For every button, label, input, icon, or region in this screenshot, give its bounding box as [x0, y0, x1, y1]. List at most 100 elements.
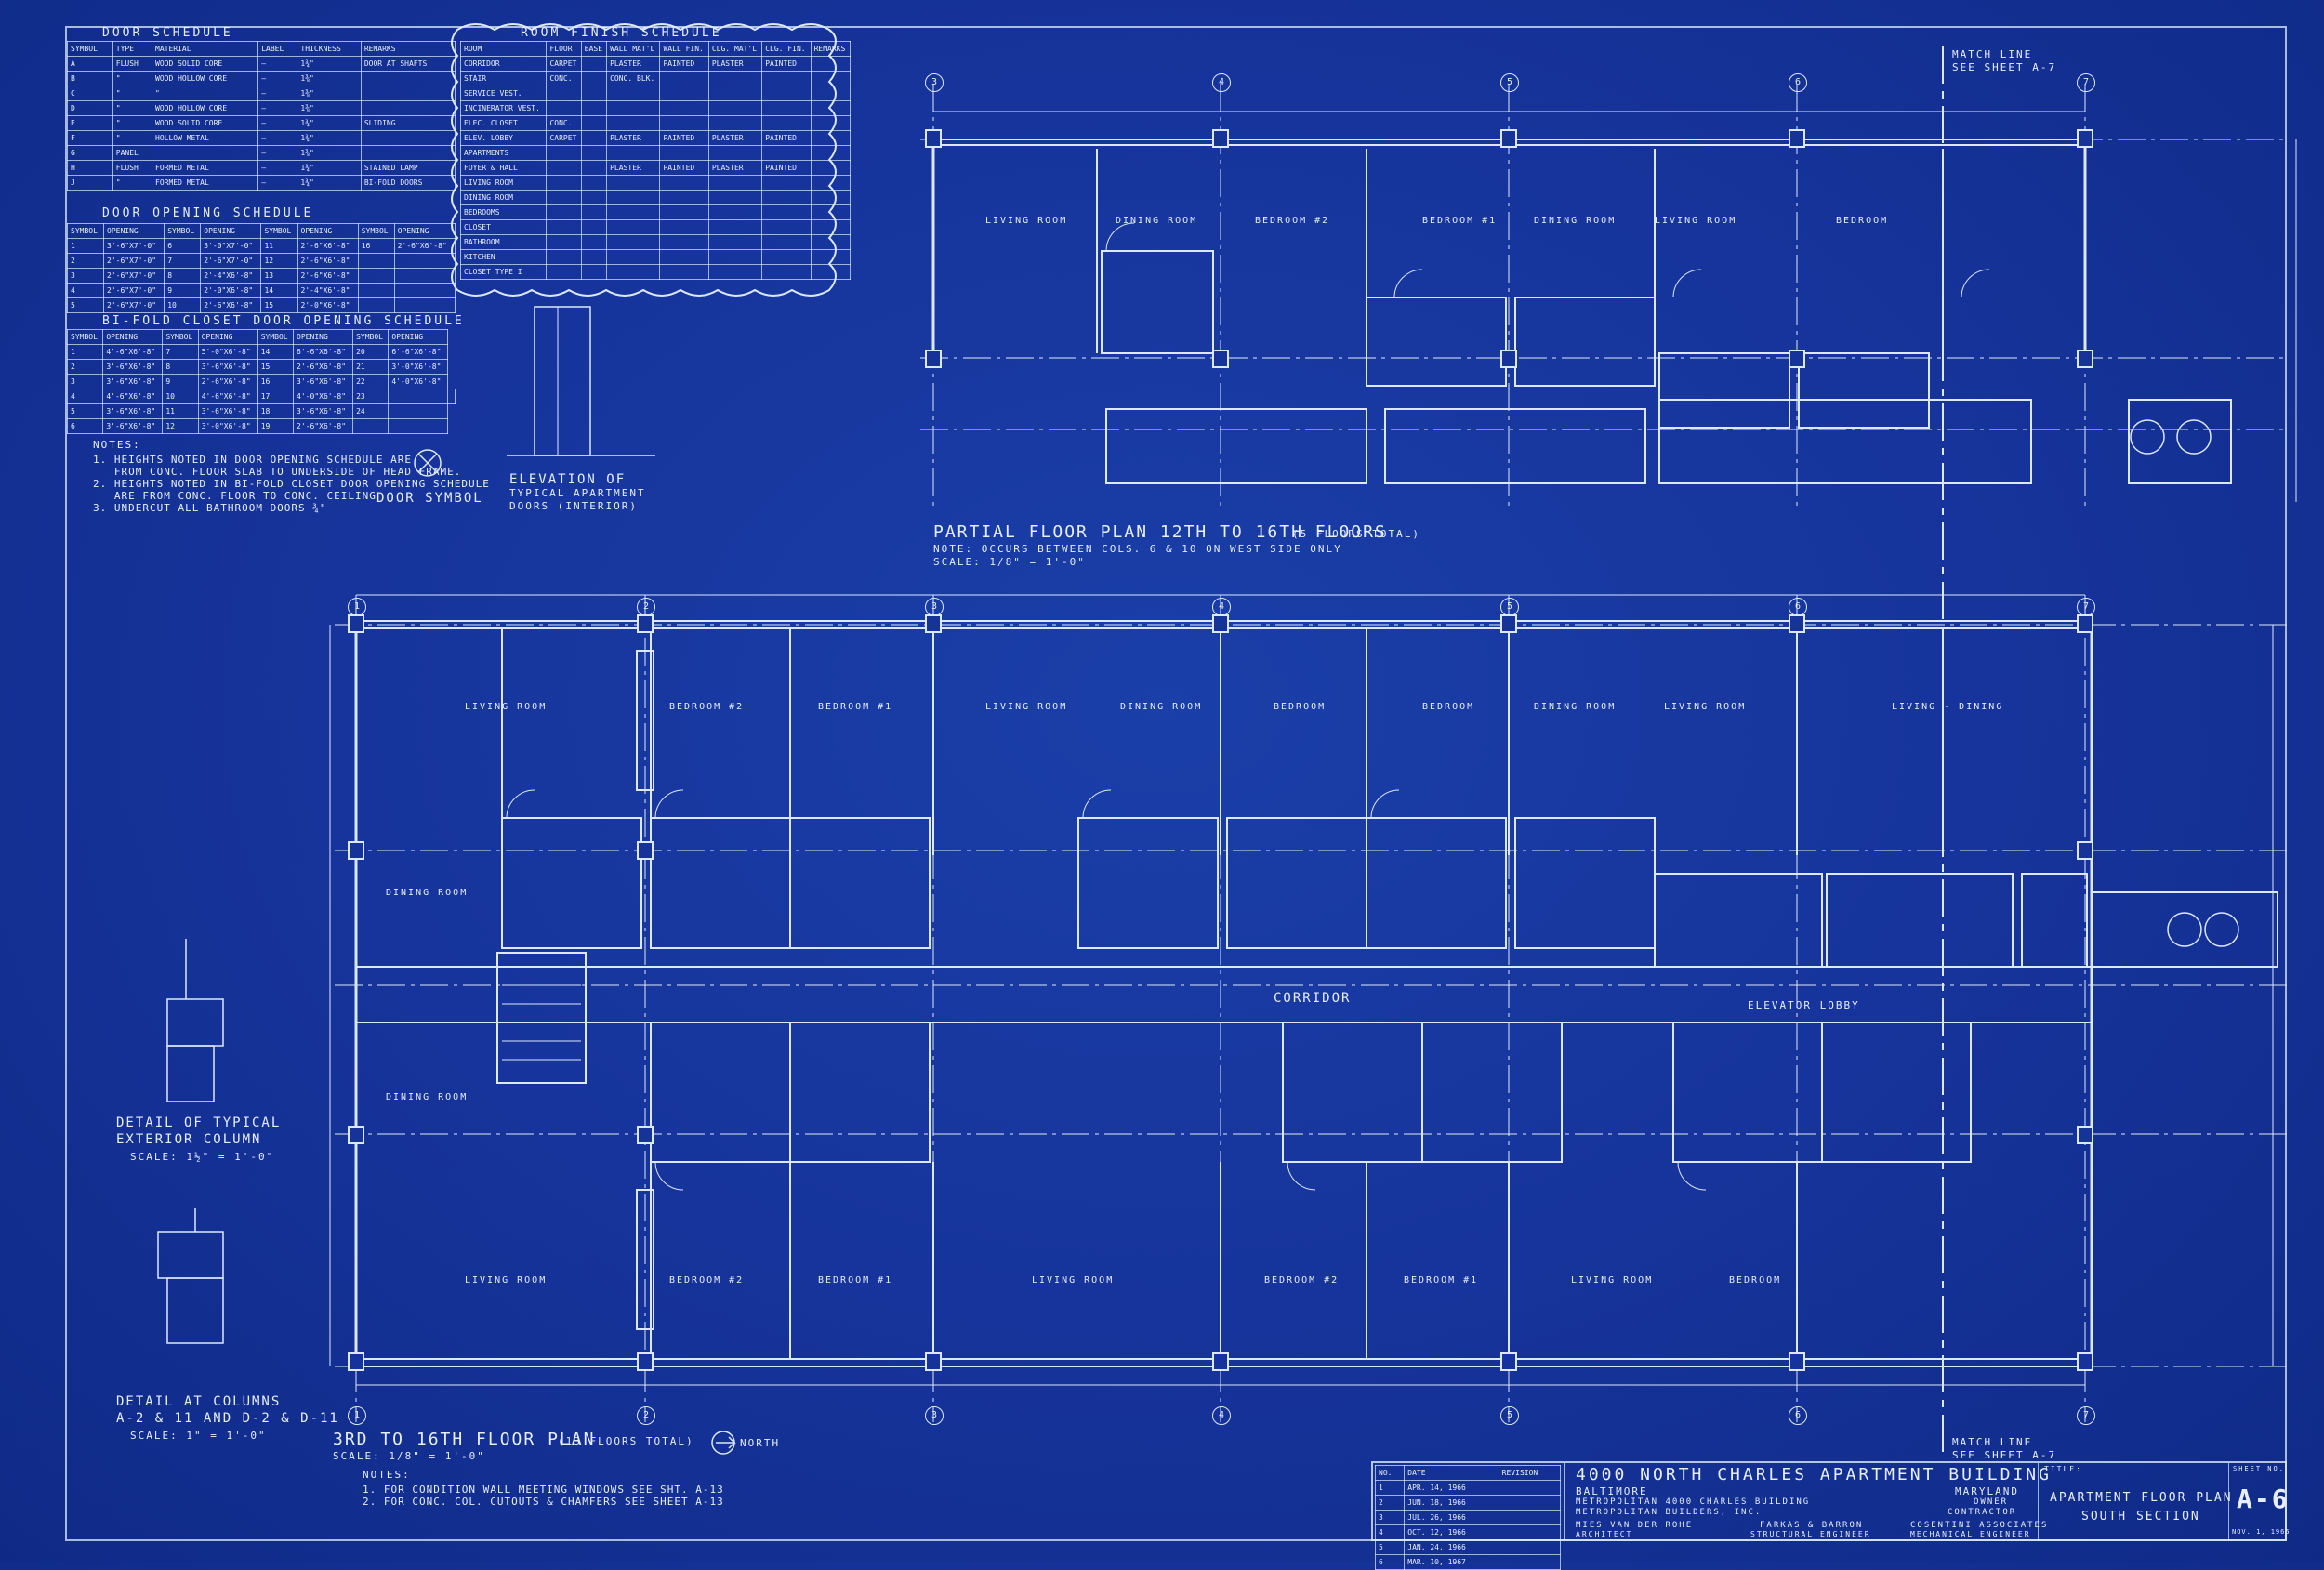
- revision-cell: [1498, 1510, 1562, 1525]
- room-label: Bedroom #2: [669, 702, 745, 712]
- room-label: Bedroom #1: [1404, 1275, 1479, 1286]
- door-symbol-label: Door Symbol: [376, 491, 483, 506]
- revision-header-cell: No.: [1374, 1465, 1406, 1481]
- bifold-cell: [388, 418, 449, 434]
- title-label: Title:: [2044, 1465, 2082, 1473]
- note-line: 1. For condition wall meeting windows se…: [363, 1484, 724, 1496]
- bifold-cell: 2'-6"x6'-8": [293, 418, 354, 434]
- match-line-top-sub: See Sheet A-7: [1952, 61, 2057, 73]
- revision-cell: Jul. 26, 1966: [1404, 1510, 1499, 1525]
- door-opening-row: 13'-6"x7'-0"63'-0"x7'-0"112'-6"x6'-8"162…: [66, 238, 456, 254]
- room-label: Bedroom: [1729, 1275, 1782, 1286]
- room-finish-schedule-table: RoomFloorBaseWall Mat'lWall Fin.Clg. Mat…: [459, 41, 852, 280]
- door-schedule-title: Door Schedule: [102, 26, 233, 40]
- room-label: Bedroom #1: [818, 702, 893, 712]
- grid-bubble: 1: [348, 598, 366, 616]
- grid-bubble: 6: [1789, 1406, 1807, 1425]
- grid-bubble: 4: [1212, 1406, 1231, 1425]
- revision-row: 4Oct. 12, 1966: [1374, 1524, 1562, 1540]
- revision-cell: [1498, 1480, 1562, 1496]
- grid-bubble: 2: [637, 1406, 655, 1425]
- room-finish-cell: [659, 264, 709, 280]
- match-line-top: Match Line: [1952, 48, 2033, 60]
- project-cell: 4000 North Charles Apartment Building Ba…: [1564, 1463, 2049, 1541]
- sheet-title-2: South Section: [2081, 1510, 2200, 1524]
- room-label: Living Room: [1655, 216, 1737, 226]
- grid-bubble: 3: [925, 1406, 944, 1425]
- room-label: Dining Room: [1534, 702, 1617, 712]
- partial-plan-note: Note: Occurs between cols. 6 & 10 on wes…: [933, 543, 1342, 555]
- grid-bubble: 3: [925, 598, 944, 616]
- room-finish-row: StairConc.Conc. Blk.: [459, 71, 852, 86]
- architect-name: Mies van der Rohe: [1576, 1521, 1694, 1530]
- room-label: Living Room: [985, 702, 1068, 712]
- door-schedule-row: GPanel—1⅜": [67, 145, 456, 161]
- bifold-row: 63'-6"x6'-8"123'-0"x6'-8"192'-6"x6'-8": [66, 418, 456, 434]
- structural-name: Farkas & Barron: [1760, 1521, 1864, 1530]
- owner-role: Owner: [1974, 1497, 2009, 1507]
- grid-bubble: 5: [1500, 598, 1519, 616]
- bifold-cell: 6: [66, 418, 104, 434]
- partial-plan-subtitle: (5 floors total): [1292, 528, 1420, 540]
- door-elevation-line3: Doors (Interior): [509, 500, 638, 512]
- project-city: Baltimore: [1576, 1485, 1648, 1497]
- detail-columns-line1: Detail at Columns: [116, 1394, 282, 1409]
- room-label: Dining Room: [1116, 216, 1198, 226]
- match-line-bottom: Match Line: [1952, 1436, 2033, 1448]
- room-finish-header-row: RoomFloorBaseWall Mat'lWall Fin.Clg. Mat…: [459, 41, 852, 57]
- detail-column-line2: Exterior Column: [116, 1132, 262, 1147]
- sheet-date: Nov. 1, 1965: [2232, 1528, 2291, 1536]
- room-label: Living Room: [1032, 1275, 1115, 1286]
- room-finish-row: Foyer & HallPlasterPaintedPlasterPainted: [459, 160, 852, 176]
- revision-row: 6Mar. 10, 1967: [1374, 1554, 1562, 1570]
- door-opening-cell: [393, 297, 456, 313]
- room-finish-row: Elec. ClosetConc.: [459, 115, 852, 131]
- detail-column-line1: Detail of Typical: [116, 1115, 282, 1130]
- room-finish-row: Closet: [459, 219, 852, 235]
- north-label: North: [740, 1437, 781, 1449]
- project-state: Maryland: [1955, 1485, 2019, 1497]
- room-label: Dining Room: [1534, 216, 1617, 226]
- bifold-cell: [447, 389, 456, 404]
- door-schedule-cell: 1¾": [297, 175, 362, 191]
- room-label: Bedroom: [1836, 216, 1889, 226]
- room-label: Bedroom: [1422, 702, 1475, 712]
- revision-table: No.DateRevision1Apr. 14, 19662Jun. 18, 1…: [1374, 1465, 1562, 1570]
- room-label: Bedroom #2: [1264, 1275, 1340, 1286]
- notes-top-heading: Notes:: [93, 439, 141, 451]
- note-line: 1. Heights noted in door opening schedul…: [93, 454, 413, 466]
- room-finish-row: Apartments: [459, 145, 852, 161]
- revision-row: 5Jan. 24, 1966: [1374, 1539, 1562, 1555]
- revision-cell: [1498, 1495, 1562, 1511]
- revision-cell: [1498, 1539, 1562, 1555]
- room-label: Bedroom #2: [669, 1275, 745, 1286]
- architect-role: Architect: [1576, 1530, 1633, 1538]
- room-label: Living - Dining: [1892, 702, 2004, 712]
- door-opening-schedule-table: SymbolOpeningSymbolOpeningSymbolOpeningS…: [66, 223, 456, 313]
- revision-row: 1Apr. 14, 1966: [1374, 1480, 1562, 1496]
- room-label: Bedroom #2: [1255, 216, 1330, 226]
- note-line: 2. For conc. col. cutouts & chamfers see…: [363, 1496, 724, 1508]
- room-finish-row: Incinerator Vest.: [459, 100, 852, 116]
- partial-plan-title: Partial Floor Plan 12th to 16th Floors: [933, 522, 1387, 542]
- grid-bubble: 5: [1500, 1406, 1519, 1425]
- corridor-label: Corridor: [1274, 991, 1352, 1006]
- structural-role: Structural Engineer: [1750, 1530, 1871, 1538]
- revision-cell: 5: [1374, 1539, 1406, 1555]
- note-line: 3. Undercut all bathroom doors ¾": [93, 502, 327, 514]
- match-line-bottom-sub: See Sheet A-7: [1952, 1449, 2057, 1461]
- grid-bubble: 2: [637, 598, 655, 616]
- revision-cell: Jan. 24, 1966: [1404, 1539, 1499, 1555]
- door-opening-cell: 2'-0"x6'-8": [297, 297, 359, 313]
- revision-cell: [1498, 1554, 1562, 1570]
- door-opening-cell: 2'-6"x6'-8": [200, 297, 262, 313]
- room-label: Dining Room: [386, 888, 469, 898]
- revision-cell: 3: [1374, 1510, 1406, 1525]
- door-schedule-row: J"Formed metal—1¾"Bi-fold Doors: [67, 175, 456, 191]
- bifold-cell: [352, 418, 390, 434]
- grid-bubble: 4: [1212, 598, 1231, 616]
- revision-cell: 2: [1374, 1495, 1406, 1511]
- room-label: Dining Room: [386, 1092, 469, 1102]
- door-schedule-cell: 1⅜": [297, 145, 362, 161]
